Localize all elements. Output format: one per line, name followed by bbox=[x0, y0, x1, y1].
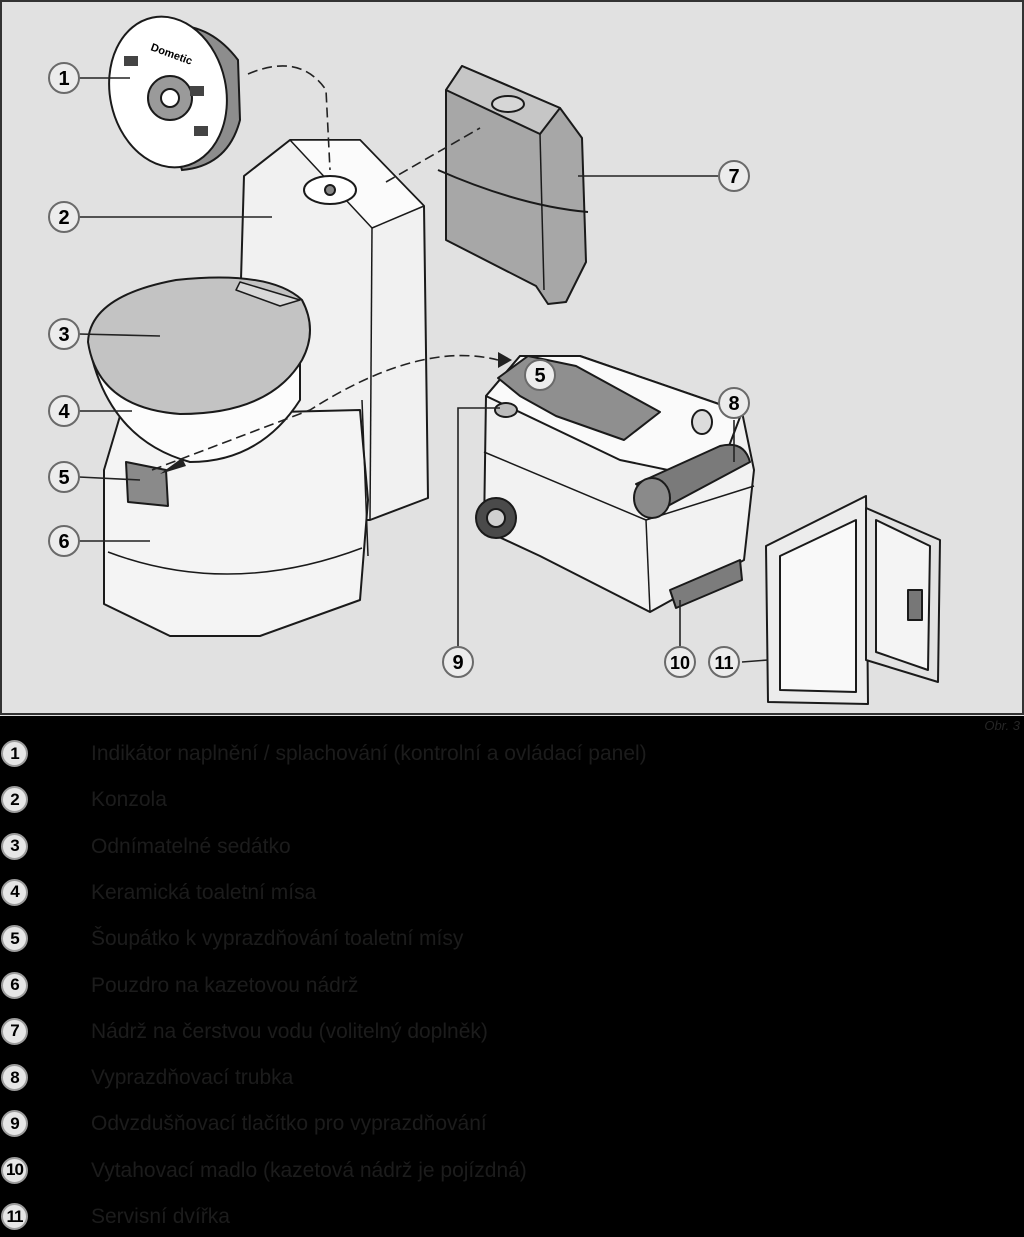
arrow-head bbox=[498, 352, 512, 368]
leader-lines bbox=[78, 77, 769, 663]
callout-3: 3 bbox=[48, 318, 80, 350]
pull-handle bbox=[669, 559, 743, 609]
callout-number: 9 bbox=[452, 652, 463, 674]
legend-item: 7 Nádrž na čerstvou vodu (volitelný dopln… bbox=[0, 1012, 1024, 1052]
legend-number-badge: 2 bbox=[1, 786, 28, 814]
callout-2: 2 bbox=[48, 201, 80, 233]
callout-number: 7 bbox=[728, 166, 739, 188]
legend-item: 10 Vytahovací madlo (kazetová nádrž je po… bbox=[0, 1151, 1024, 1191]
legend-number-badge: 4 bbox=[1, 878, 28, 906]
legend-text: Šoupátko k vyprazdňování toaletní mísy bbox=[91, 927, 464, 951]
callout-number: 2 bbox=[58, 207, 69, 229]
callout-badges: 1 2 3 4 5 6 7 8 9 10 11 5 bbox=[48, 62, 750, 678]
legend-item: 1 Indikátor naplnění / splachování (kontr… bbox=[0, 734, 1024, 774]
callout-number: 3 bbox=[58, 324, 69, 346]
callout-number: 4 bbox=[58, 401, 70, 423]
callout-number: 6 bbox=[58, 531, 69, 553]
legend-item: 11 Servisní dvířka bbox=[0, 1197, 1024, 1237]
legend-number-badge: 11 bbox=[1, 1203, 28, 1230]
callout-number: 5 bbox=[58, 467, 69, 489]
legend-text: Servisní dvířka bbox=[91, 1205, 230, 1228]
callout-11: 11 bbox=[708, 646, 740, 678]
legend-item: 5 Šoupátko k vyprazdňování toaletní mísy bbox=[0, 919, 1024, 959]
seat-lid bbox=[87, 276, 311, 415]
callout-1: 1 bbox=[48, 62, 80, 94]
legend-item: 8 Vyprazdňovací trubka bbox=[0, 1058, 1024, 1098]
legend-number-badge: 10 bbox=[1, 1156, 28, 1184]
callout-number: 5 bbox=[534, 365, 545, 387]
callout-number: 11 bbox=[714, 653, 733, 673]
legend-item: 3 Odnímatelné sedátko bbox=[0, 827, 1024, 867]
legend-number-badge: 3 bbox=[1, 832, 28, 860]
legend-item: 9 Odvzdušňovací tlačítko pro vyprazdňován… bbox=[0, 1104, 1024, 1144]
legend-item: 4 Keramická toaletní mísa bbox=[0, 873, 1024, 913]
callout-5: 5 bbox=[524, 359, 556, 391]
diagram-svg: Dometic bbox=[0, 0, 1024, 715]
callout-number: 10 bbox=[670, 653, 690, 673]
callout-10: 10 bbox=[664, 646, 696, 678]
legend-number-badge: 8 bbox=[1, 1064, 28, 1092]
callout-7: 7 bbox=[718, 160, 750, 192]
slide-handle bbox=[125, 461, 169, 507]
toilet-illustration bbox=[87, 139, 429, 637]
fresh-water-tank bbox=[437, 65, 589, 305]
legend-text: Odnímatelné sedátko bbox=[91, 834, 291, 858]
legend-number-badge: 9 bbox=[1, 1110, 28, 1138]
callout-5: 5 bbox=[48, 461, 80, 493]
callout-number: 8 bbox=[728, 393, 739, 415]
legend-text: Keramická toaletní mísa bbox=[91, 880, 317, 904]
figure-label: Obr. 3 bbox=[984, 718, 1020, 733]
control-panel-disc: Dometic bbox=[108, 15, 242, 172]
legend-text: Pouzdro na kazetovou nádrž bbox=[91, 973, 359, 997]
legend-item: 2 Konzola bbox=[0, 780, 1024, 820]
legend-number-badge: 1 bbox=[1, 740, 28, 767]
assembly-lines bbox=[151, 65, 499, 471]
legend-text: Odvzdušňovací tlačítko pro vyprazdňování bbox=[91, 1112, 487, 1136]
exploded-diagram: Dometic bbox=[0, 0, 1024, 716]
vent-button bbox=[494, 402, 518, 418]
legend-text: Vyprazdňovací trubka bbox=[91, 1066, 294, 1090]
arrow-head bbox=[160, 458, 186, 474]
callout-number: 1 bbox=[58, 68, 69, 90]
legend-item: 6 Pouzdro na kazetovou nádrž bbox=[0, 966, 1024, 1006]
callout-6: 6 bbox=[48, 525, 80, 557]
legend-text: Indikátor naplnění / splachování (kontro… bbox=[91, 742, 647, 765]
legend-text: Konzola bbox=[91, 788, 167, 812]
legend-text: Nádrž na čerstvou vodu (volitelný doplně… bbox=[91, 1019, 488, 1043]
service-door bbox=[765, 495, 941, 705]
callout-8: 8 bbox=[718, 387, 750, 419]
callout-9: 9 bbox=[442, 646, 474, 678]
legend-number-badge: 6 bbox=[1, 971, 28, 999]
legend-number-badge: 7 bbox=[1, 1017, 28, 1045]
callout-4: 4 bbox=[48, 395, 80, 427]
legend-number-badge: 5 bbox=[1, 925, 28, 953]
legend-text: Vytahovací madlo (kazetová nádrž je pojí… bbox=[91, 1158, 527, 1182]
